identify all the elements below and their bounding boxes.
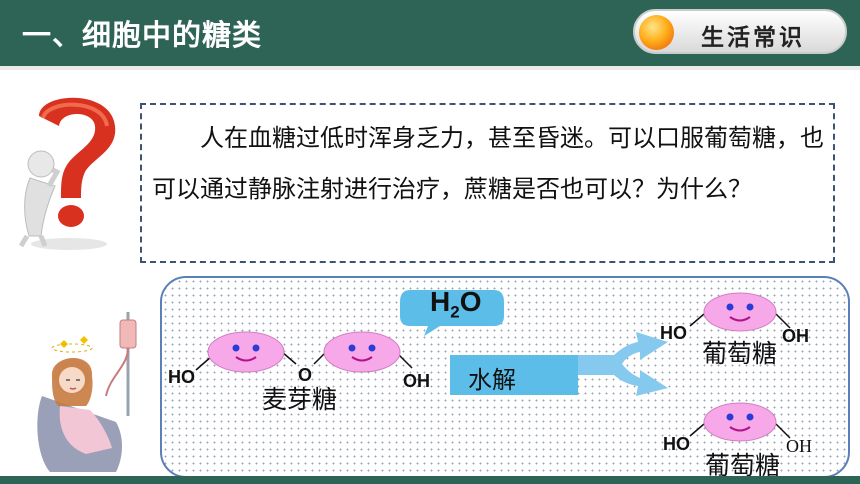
orb-icon [639,15,674,50]
header-divider [0,66,860,70]
molecule-face-icon [323,331,401,373]
water-formula: H2O [430,286,481,323]
maltose-o: O [298,365,313,385]
molecule-face-icon [703,402,777,442]
maltose-label: 麦芽糖 [262,385,338,414]
glucose-molecule-bottom [689,402,791,442]
question-box: 人在血糖过低时浑身乏力，甚至昏迷。可以口服葡萄糖，也可以通过静脉注射进行治疗，蔗… [140,103,835,263]
water-h: H [430,286,451,317]
speech-bubble-icon [400,290,504,336]
hydrolysis-box [450,355,578,395]
hydrolysis-label: 水解 [468,366,516,394]
maltose-oh: OH [403,371,430,391]
hydrolysis-diagram [160,276,850,478]
water-subscript: 2 [450,302,460,322]
page-title: 一、细胞中的糖类 [22,18,263,52]
maltose-molecule [195,331,413,373]
glucose-bottom-oh: OH [786,436,812,456]
patient-image [20,306,145,476]
molecule-face-icon [703,292,777,332]
maltose-ho: HO [168,367,195,387]
badge-label: 生活常识 [701,24,805,51]
life-knowledge-badge: 生活常识 [633,9,847,54]
split-arrow-icon [574,332,668,396]
glucose-top-oh: OH [782,326,809,346]
glucose-top-label: 葡萄糖 [702,339,778,368]
molecule-face-icon [207,331,285,373]
water-o: O [459,286,482,317]
glucose-bottom-ho: HO [663,434,690,454]
question-text: 人在血糖过低时浑身乏力，甚至昏迷。可以口服葡萄糖，也可以通过静脉注射进行治疗，蔗… [152,124,824,203]
glucose-bottom-label: 葡萄糖 [705,451,781,480]
question-mark-figure-icon [18,97,116,250]
glucose-top-ho: HO [660,323,687,343]
header-bar: 一、细胞中的糖类 生活常识 [0,0,860,66]
footer-bar [0,476,860,484]
glucose-molecule-top [689,292,791,332]
patient-iv-drip-icon [20,306,145,476]
question-mark-image [3,86,131,262]
